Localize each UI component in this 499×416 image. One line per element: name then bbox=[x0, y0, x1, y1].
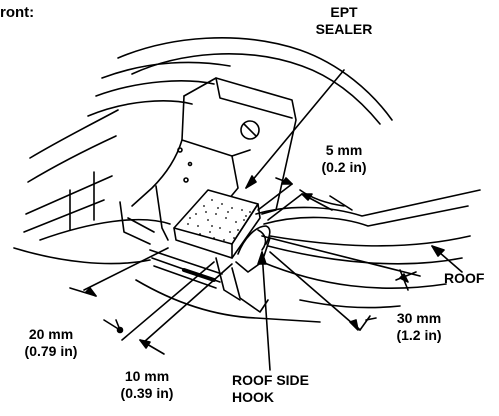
label-roof: ROOF bbox=[444, 270, 485, 286]
label-30mm: 30 mm (1.2 in) bbox=[382, 310, 456, 344]
label-10mm-line1: 10 mm bbox=[124, 368, 170, 384]
left-body-panel bbox=[13, 109, 171, 265]
label-ept-sealer: EPT SEALER bbox=[312, 4, 376, 38]
label-5mm-line1: 5 mm bbox=[325, 142, 363, 158]
label-30mm-line2: (1.2 in) bbox=[396, 327, 442, 343]
roof-side-hook-leader bbox=[257, 251, 271, 371]
ept-sealer-leader bbox=[245, 69, 345, 189]
label-roof-side-hook-line2: HOOK bbox=[232, 389, 274, 405]
upper-roof-rails bbox=[87, 37, 393, 125]
label-5mm: 5 mm (0.2 in) bbox=[312, 142, 376, 176]
label-5mm-line2: (0.2 in) bbox=[321, 159, 367, 175]
dimension-5mm bbox=[257, 177, 333, 221]
label-10mm-line2: (0.39 in) bbox=[120, 385, 174, 401]
label-ept-sealer-line2: SEALER bbox=[315, 21, 373, 37]
label-roof-side-hook: ROOF SIDE HOOK bbox=[232, 372, 309, 406]
ept-sealer-block bbox=[173, 189, 261, 259]
header-text: ront: bbox=[0, 4, 35, 21]
label-20mm: 20 mm (0.79 in) bbox=[14, 326, 88, 360]
label-ept-sealer-line1: EPT bbox=[330, 4, 358, 20]
roof-leader bbox=[431, 245, 463, 273]
label-roof-side-hook-line1: ROOF SIDE bbox=[232, 372, 310, 388]
label-10mm: 10 mm (0.39 in) bbox=[110, 368, 184, 402]
label-30mm-line1: 30 mm bbox=[396, 310, 442, 326]
label-20mm-line1: 20 mm bbox=[28, 326, 74, 342]
label-20mm-line2: (0.79 in) bbox=[24, 343, 78, 359]
dimension-20mm-10mm bbox=[69, 247, 233, 355]
dimension-30mm bbox=[261, 235, 421, 331]
